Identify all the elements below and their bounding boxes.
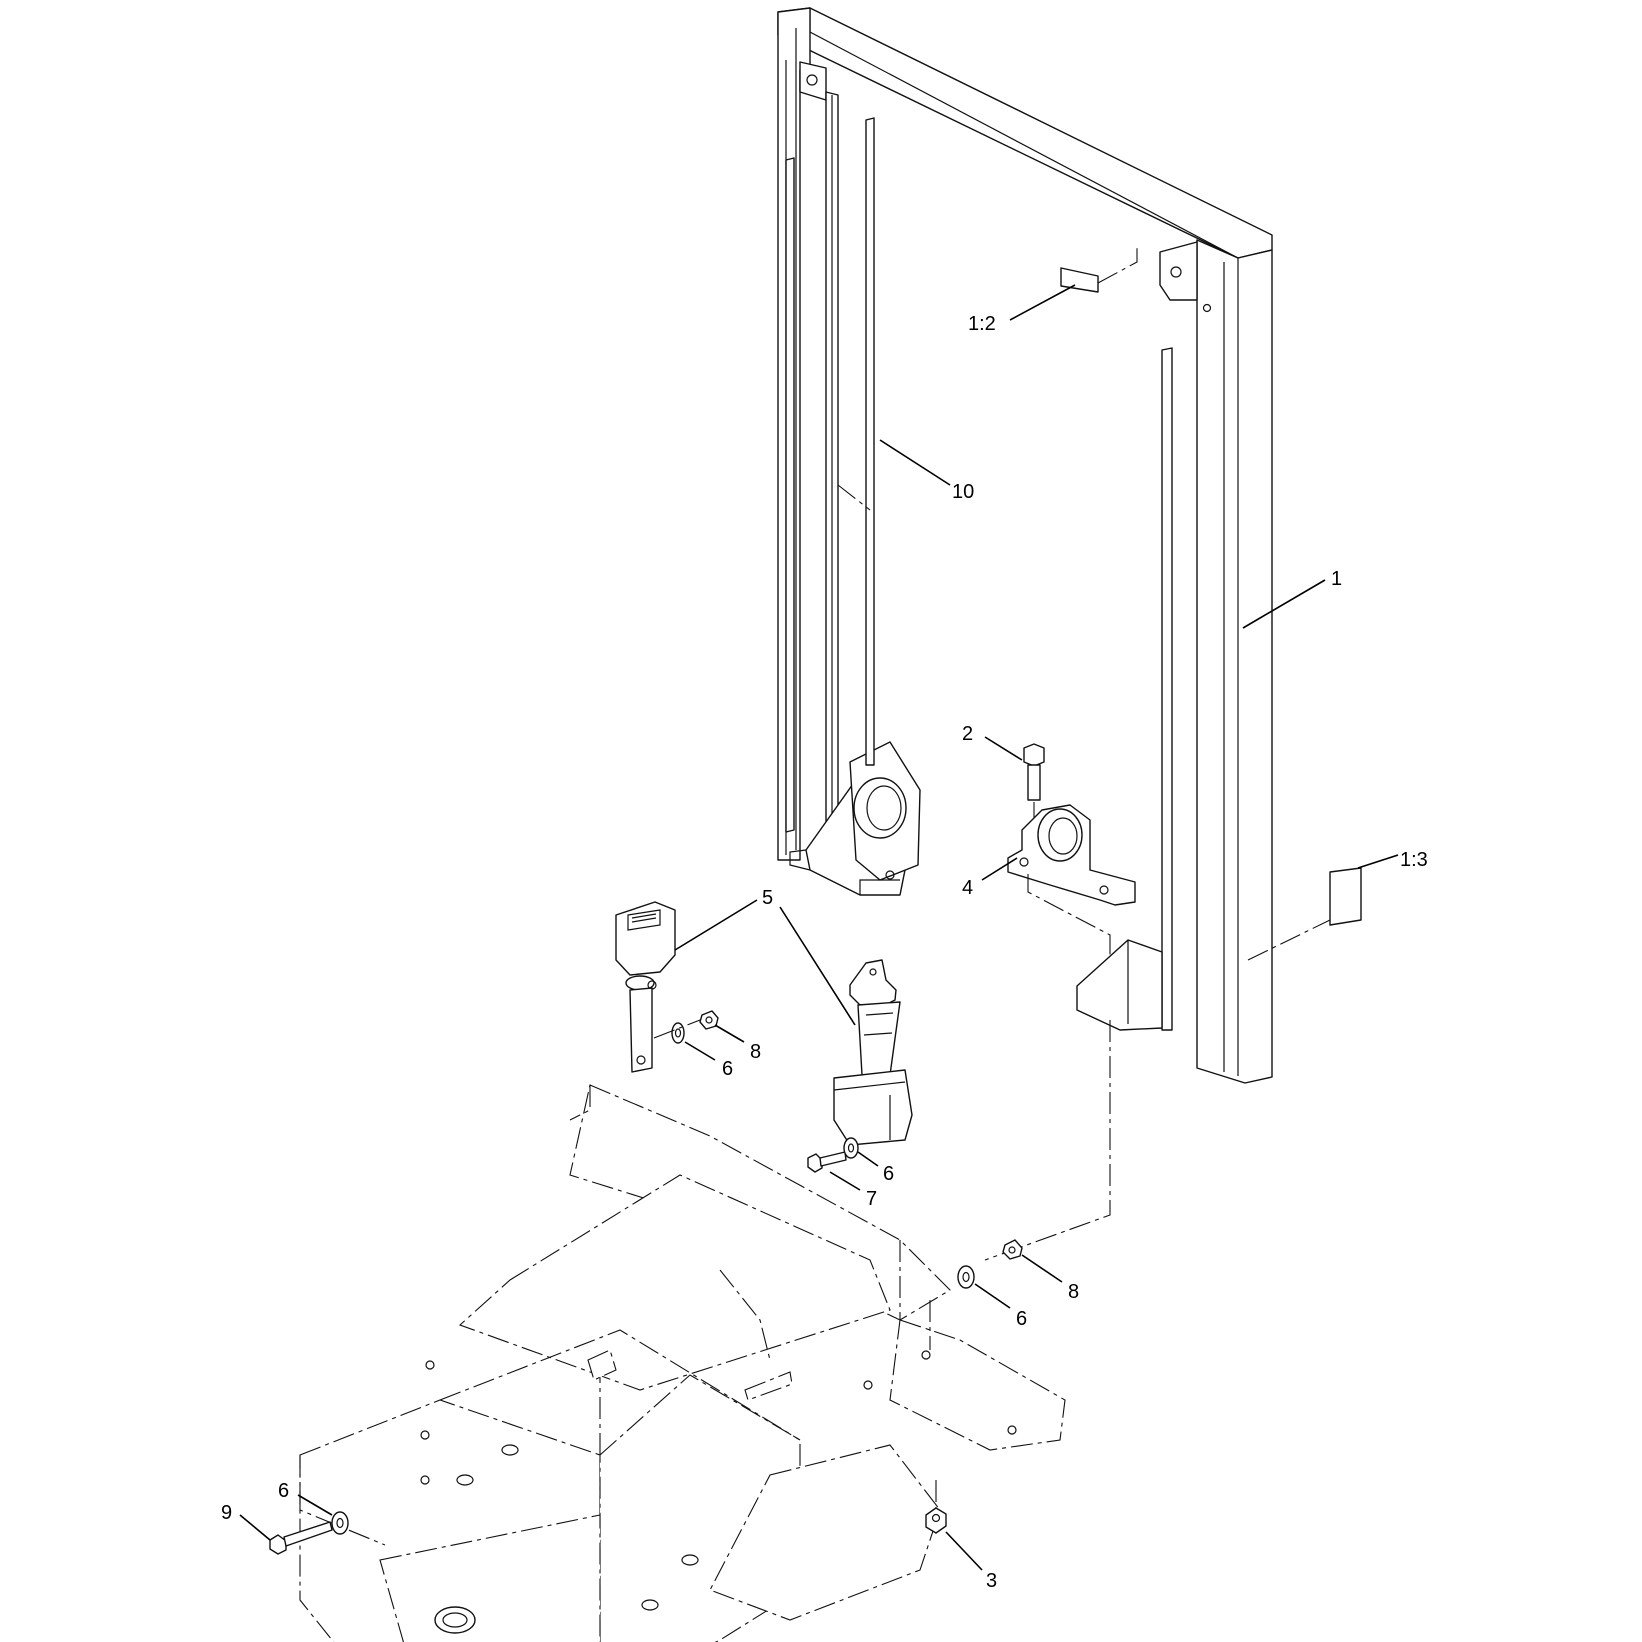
callout-8-right: 8 [1068,1281,1079,1303]
callout-6-right: 6 [1016,1308,1027,1330]
bolt-7 [807,1151,847,1173]
callout-8-upper: 8 [750,1041,761,1063]
callout-6-upper: 6 [722,1058,733,1080]
bolt-9 [269,1521,333,1555]
nut-8-right [1002,1239,1023,1260]
roll-bar-foot [1076,939,1163,1031]
roll-bar-frame [777,7,1273,1084]
washer-6-lower-left [331,1511,349,1535]
callout-9: 9 [221,1502,232,1524]
seat-platform-phantom [299,1020,1111,1642]
callout-5: 5 [762,887,773,909]
callout-labels: 1:2 10 1 2 4 1:3 5 8 6 6 7 8 6 6 9 3 [221,313,1428,1592]
callout-6-lower: 6 [278,1480,289,1502]
nut-3 [925,1480,947,1534]
seat-belt-retractor [833,959,913,1146]
pivot-bracket-4 [1007,804,1136,960]
callout-1-2: 1:2 [968,313,996,335]
left-pivot-bracket [789,741,921,896]
callout-6-retractor: 6 [883,1163,894,1185]
callout-7: 7 [866,1188,877,1210]
nut-8-upper-left [699,1010,719,1030]
washer-6-retractor [843,1137,859,1159]
seat-belt-buckle [615,901,676,1073]
decal-1-2 [1060,245,1138,293]
washer-6-right [957,1265,975,1289]
callout-10: 10 [952,481,974,503]
callout-2: 2 [962,723,973,745]
callout-4: 4 [962,877,973,899]
leader-lines [239,284,1399,1571]
slot-strip-10 [837,117,875,766]
decal-1-3 [1247,867,1362,961]
callout-1-3: 1:3 [1400,849,1428,871]
callout-3: 3 [986,1570,997,1592]
callout-1: 1 [1331,568,1342,590]
washer-6-upper-left [671,1022,685,1044]
